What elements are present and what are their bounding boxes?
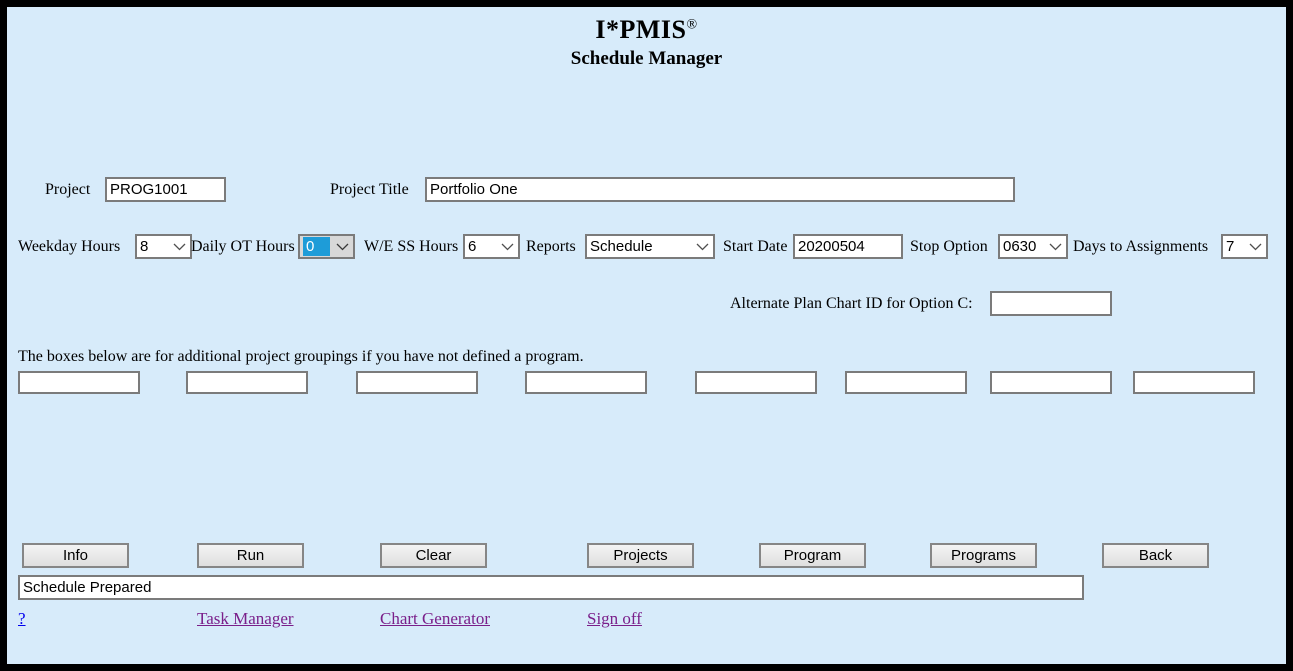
days-to-assignments-label: Days to Assignments: [1073, 238, 1209, 255]
project-input[interactable]: [105, 177, 226, 202]
weekday-hours-label: Weekday Hours: [18, 238, 121, 255]
info-button[interactable]: Info: [22, 543, 129, 568]
grouping-box-7[interactable]: [990, 371, 1112, 394]
we-ss-hours-label: W/E SS Hours: [364, 238, 459, 255]
reports-select[interactable]: Schedule: [585, 234, 715, 259]
we-ss-hours-value: 6: [468, 238, 477, 255]
project-title-label: Project Title: [330, 181, 409, 198]
start-date-input[interactable]: [793, 234, 903, 259]
chevron-down-icon: [696, 243, 709, 251]
chevron-down-icon: [1049, 243, 1062, 251]
stop-option-label: Stop Option: [910, 238, 988, 255]
stop-option-value: 0630: [1003, 238, 1037, 255]
header: I*PMIS® Schedule Manager: [7, 15, 1286, 70]
project-label: Project: [45, 181, 91, 198]
help-link[interactable]: ?: [18, 609, 26, 628]
groupings-instruction: The boxes below are for additional proje…: [18, 348, 584, 365]
project-title-input[interactable]: [425, 177, 1015, 202]
app-subtitle: Schedule Manager: [570, 48, 723, 69]
reports-value: Schedule: [590, 238, 653, 255]
grouping-box-1[interactable]: [18, 371, 140, 394]
registered-mark: ®: [686, 17, 698, 33]
days-to-assignments-value: 7: [1226, 238, 1235, 255]
task-manager-link[interactable]: Task Manager: [197, 609, 294, 628]
grouping-box-8[interactable]: [1133, 371, 1255, 394]
app-title: I*PMIS®: [7, 15, 1286, 45]
programs-button[interactable]: Programs: [930, 543, 1037, 568]
weekday-hours-select[interactable]: 8: [135, 234, 192, 259]
days-to-assignments-select[interactable]: 7: [1221, 234, 1268, 259]
chevron-down-icon: [173, 243, 186, 251]
back-button[interactable]: Back: [1102, 543, 1209, 568]
chevron-down-icon: [336, 243, 349, 251]
program-button[interactable]: Program: [759, 543, 866, 568]
run-button[interactable]: Run: [197, 543, 304, 568]
clear-button[interactable]: Clear: [380, 543, 487, 568]
daily-ot-hours-select[interactable]: 0: [298, 234, 355, 259]
we-ss-hours-select[interactable]: 6: [463, 234, 520, 259]
alternate-chart-id-input[interactable]: [990, 291, 1112, 316]
daily-ot-hours-label: Daily OT Hours: [191, 238, 295, 255]
chevron-down-icon: [501, 243, 514, 251]
grouping-box-6[interactable]: [845, 371, 967, 394]
chevron-down-icon: [1249, 243, 1262, 251]
chart-generator-link[interactable]: Chart Generator: [380, 609, 490, 628]
status-input[interactable]: [18, 575, 1084, 600]
daily-ot-hours-value: 0: [303, 237, 330, 256]
projects-button[interactable]: Projects: [587, 543, 694, 568]
app-title-text: I*PMIS: [595, 15, 687, 44]
stop-option-select[interactable]: 0630: [998, 234, 1068, 259]
alternate-chart-id-label: Alternate Plan Chart ID for Option C:: [730, 295, 973, 312]
weekday-hours-value: 8: [140, 238, 149, 255]
grouping-box-5[interactable]: [695, 371, 817, 394]
grouping-box-3[interactable]: [356, 371, 478, 394]
start-date-label: Start Date: [723, 238, 788, 255]
reports-label: Reports: [526, 238, 576, 255]
grouping-box-4[interactable]: [525, 371, 647, 394]
grouping-box-2[interactable]: [186, 371, 308, 394]
sign-off-link[interactable]: Sign off: [587, 609, 642, 628]
